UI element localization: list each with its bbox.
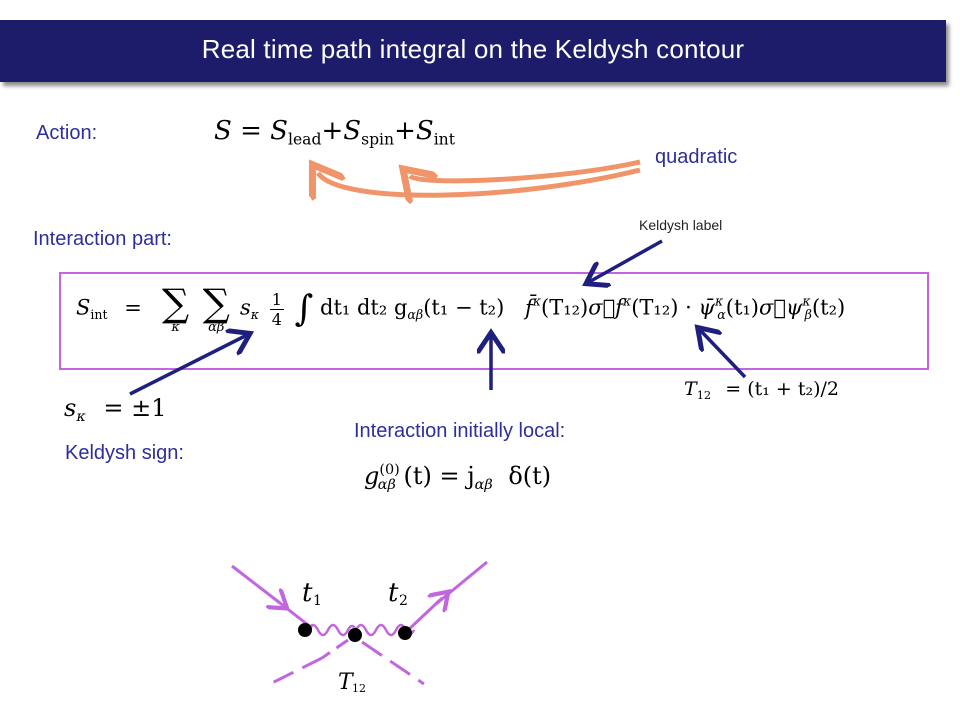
interaction-diagram: t 1 t 2 T 12 [231,560,488,695]
vertex-t1 [298,623,312,637]
quadratic-label: quadratic [655,146,738,168]
g0-sup: (0) [379,462,400,478]
g0: g [364,462,380,491]
dashed-line-left [321,638,349,660]
t2-arg: (t₂) [811,295,846,320]
incoming-line [231,564,280,603]
t12-lhs: T [684,378,697,400]
s-kappa: s [239,295,251,320]
diagram-t1-label: t [302,578,313,608]
t12-lhs-sub: 12 [696,387,712,402]
sigma-1: σ⃗ [588,295,616,320]
g0-sub: αβ [377,477,396,494]
interaction-box [59,272,929,370]
diagram-t2-sub: 2 [399,593,408,609]
sk-lhs: s [64,394,77,422]
interaction-equation: Sint = ∑ κ ∑ αβ sκ 1 4 ∫ dt₁ dt₂ gαβ(t₁ … [76,281,846,335]
quadratic-arrow-spin [410,159,641,181]
local-mid: (t) = j [403,462,475,491]
psi: ψ [785,295,803,320]
action-equation: S = Slead+Sspin+Sint [214,116,455,149]
interaction-local-label: Interaction initially local: [354,420,566,442]
sk-lhs-sub: κ [76,409,86,426]
keldysh-label-label: Keldysh label [639,217,723,233]
g-args: (t₁ − t₂) [423,295,505,320]
outgoing-line-start [404,598,442,634]
dashed-line-left-2 [269,656,323,686]
action-label: Action: [36,122,98,144]
sum-alpha-beta: αβ [208,320,225,335]
wavy-interaction-line [306,623,416,637]
int-lhs-sub: int [90,306,108,322]
sigma-2: σ⃗ [759,295,786,320]
title-bar: Real time path integral on the Keldysh c… [0,20,946,82]
action-lhs: S [214,116,232,146]
action-spin-sub: spin [361,130,395,149]
g-sub: αβ [407,306,424,322]
action-int-sub: int [433,130,455,149]
diagram-t12-sub: 12 [352,682,366,695]
action-lead-sub: lead [287,130,322,149]
keldysh-sign-arrow [129,335,247,396]
sum-kappa: κ [171,320,180,335]
t12-definition: T12 = (t₁ + t₂)/2 [684,378,839,402]
t12-rhs: = (t₁ + t₂)/2 [725,378,840,400]
diagram-t1-sub: 1 [313,593,322,609]
keldysh-sign-label: Keldysh sign: [65,442,184,464]
t12-arg-1: (T₁₂) [541,295,589,320]
keldysh-label-arrow [589,239,663,282]
diagram-t12-label: T [338,670,355,695]
t12-arrow [700,330,747,379]
psibar: ψ̄ [698,295,715,320]
j-sub: αβ [474,477,493,494]
f-kappa: f [615,295,623,320]
dashed-line-right [361,640,425,686]
local-interaction-equation: g(0)αβ (t) = jαβ δ(t) [364,462,551,493]
frac-den: 4 [271,309,282,329]
psi-beta: β [804,306,812,322]
integrand: dt₁ dt₂ g [320,295,408,320]
t12-arg-2: (T₁₂) [631,295,679,320]
frac-num: 1 [269,289,284,310]
fbar: f̄ [524,295,533,320]
delta-t: δ(t) [508,462,552,491]
vertex-t12 [348,628,362,642]
outgoing-line [435,560,488,606]
outgoing-arrow [436,598,442,604]
psi-alpha: α [717,306,726,322]
interaction-part-label: Interaction part: [33,228,172,250]
keldysh-sign-equation: sκ = ±1 [64,394,167,425]
vertex-t2 [398,626,412,640]
quadratic-arrow-lead [318,170,641,195]
slide-title: Real time path integral on the Keldysh c… [201,34,745,64]
t1-arg: (t₁) [725,295,759,320]
diagram-t2-label: t [388,578,399,608]
sk-rhs: = ±1 [103,394,167,422]
